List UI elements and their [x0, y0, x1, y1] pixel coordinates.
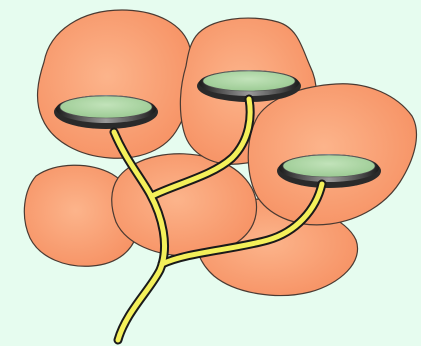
- acinar-lumen-top-left: [54, 95, 158, 129]
- acinar-lumen-right: [277, 154, 381, 188]
